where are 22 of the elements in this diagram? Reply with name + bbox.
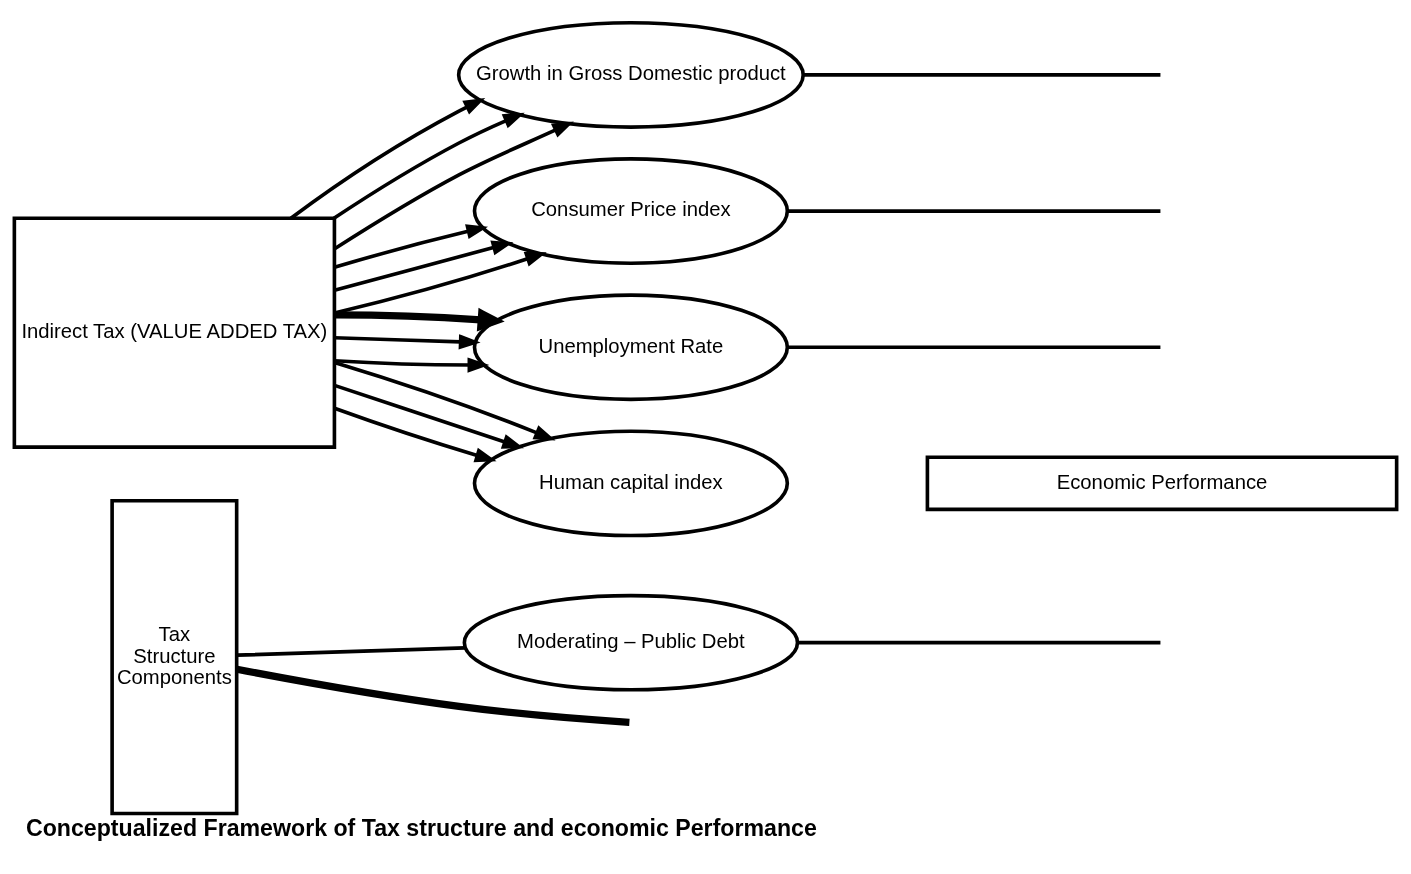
- arrow: [334, 357, 490, 373]
- arrow: [333, 406, 497, 463]
- node-ellipse: Moderating – Public Debt: [462, 593, 800, 692]
- connector: [798, 640, 1161, 645]
- arrow: [334, 224, 488, 269]
- arrow: [289, 98, 486, 220]
- connector: [803, 73, 1161, 77]
- arrow: [334, 334, 481, 350]
- arrow: [333, 121, 574, 251]
- node-box: Indirect Tax (VALUE ADDED TAX): [12, 216, 337, 449]
- caption: Conceptualized Framework of Tax structure and economic Performance: [25, 815, 817, 842]
- node-box: Tax Structure Components: [110, 498, 239, 816]
- connector: [788, 209, 1161, 213]
- arrow: [333, 360, 556, 441]
- arrow: [334, 240, 514, 292]
- node-box: Economic Performance: [925, 455, 1399, 512]
- arrow: [334, 307, 505, 332]
- connector: [236, 646, 466, 657]
- node-ellipse: Unemployment Rate: [472, 293, 790, 402]
- connector: [788, 345, 1161, 349]
- arrow: [332, 112, 525, 220]
- arrow: [333, 383, 524, 449]
